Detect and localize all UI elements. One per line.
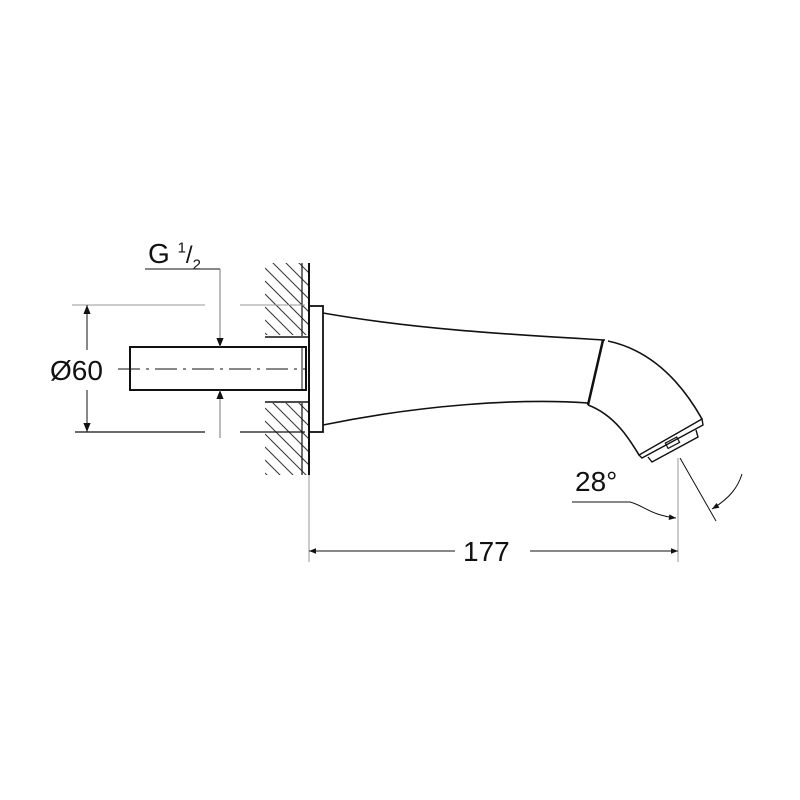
diameter-label: Ø60 <box>50 355 103 386</box>
hatch-line <box>265 306 294 335</box>
hatch-line <box>265 216 309 260</box>
thread-letter: G <box>148 238 170 269</box>
hatch-line <box>265 459 281 475</box>
length-label: 177 <box>463 536 510 567</box>
angle-label: 28° <box>575 466 618 497</box>
connection-pipe <box>118 346 307 391</box>
angle-dimension <box>572 457 743 522</box>
thread-dimension <box>145 268 224 438</box>
thread-fraction-denominator: 2 <box>192 256 201 274</box>
hatch-line <box>265 472 268 475</box>
hatch-line <box>265 319 281 335</box>
length-dimension <box>308 458 679 562</box>
wall-flange <box>308 305 324 433</box>
spout-body <box>322 312 704 463</box>
thread-label: G 1/2 <box>148 238 201 274</box>
hatch-line <box>265 203 309 247</box>
hatch-line <box>265 446 294 475</box>
diameter-dimension <box>72 304 305 433</box>
thread-fraction-numerator: 1 <box>177 239 186 257</box>
